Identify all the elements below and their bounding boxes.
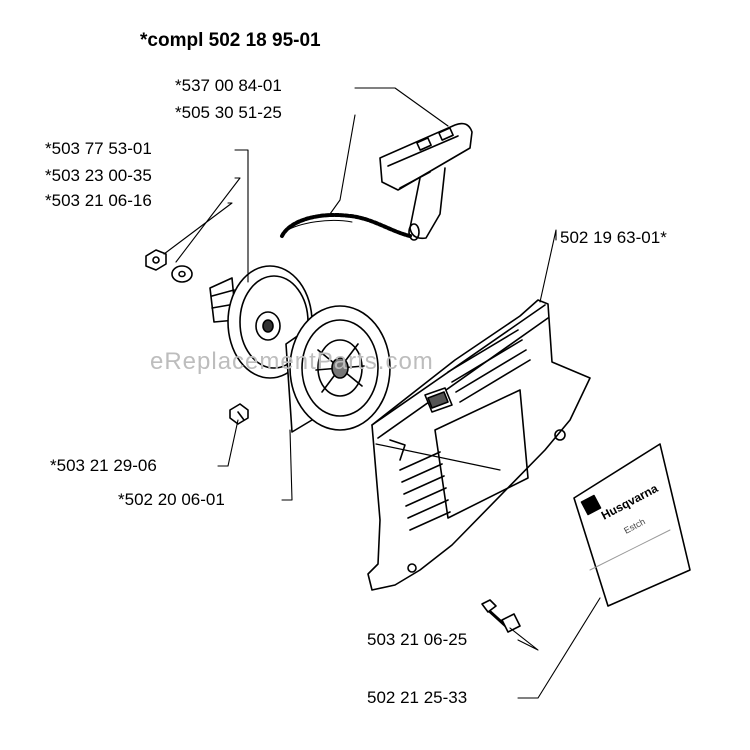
- leader-lines: [163, 87, 601, 699]
- nut-part[interactable]: [145, 249, 167, 271]
- part-label-cover[interactable]: 502 19 63-01*: [560, 228, 667, 247]
- small-screw-part[interactable]: [229, 403, 249, 425]
- part-label-small-screw[interactable]: *503 21 29-06: [50, 456, 157, 475]
- decal-part[interactable]: [573, 443, 691, 607]
- part-label-washer[interactable]: *503 23 00-35: [45, 166, 152, 185]
- starter-housing-part[interactable]: [285, 305, 391, 433]
- part-label-starter-housing[interactable]: *502 20 06-01: [118, 490, 225, 509]
- part-label-decal[interactable]: 502 21 25-33: [367, 688, 468, 707]
- part-label-nut[interactable]: *503 21 06-16: [45, 191, 152, 210]
- starter-cord[interactable]: [280, 213, 412, 238]
- assembly-title: *compl 502 18 95-01: [140, 30, 321, 51]
- long-screw-part[interactable]: [481, 599, 521, 633]
- cover-part[interactable]: [367, 299, 591, 591]
- watermark-text: eReplacementParts.com: [150, 348, 434, 375]
- part-label-cord[interactable]: *505 30 51-25: [175, 103, 282, 122]
- part-label-pulley[interactable]: *503 77 53-01: [45, 139, 152, 158]
- washer-part[interactable]: [171, 265, 193, 283]
- part-label-long-screw[interactable]: 503 21 06-25: [367, 630, 468, 649]
- part-label-grip[interactable]: *537 00 84-01: [175, 76, 282, 95]
- starter-grip[interactable]: [379, 122, 473, 241]
